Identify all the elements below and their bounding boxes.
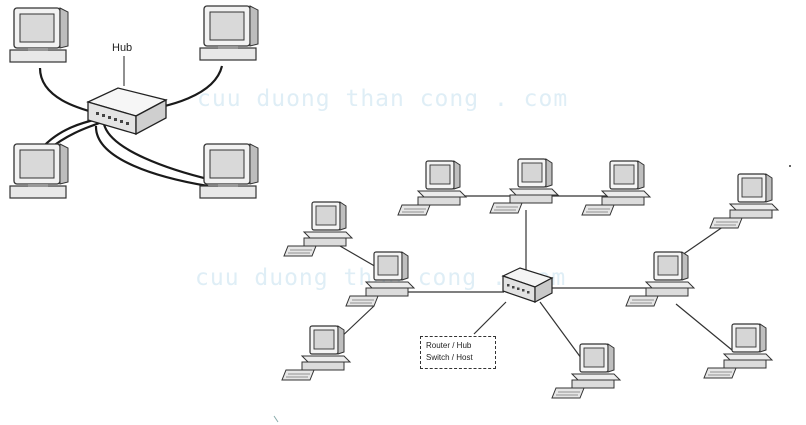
pc-left-hub: [345, 251, 415, 307]
computer-bottom-left: [9, 143, 69, 199]
pc-right-hub: [625, 251, 695, 307]
hub-star-topology: [9, 5, 259, 199]
device-legend-box: Router / Hub Switch / Host: [420, 336, 496, 369]
stray-dot: [789, 165, 791, 167]
computer-top-right: [199, 5, 259, 61]
link-switch-legend: [473, 301, 507, 335]
pc-left-bottom: [281, 325, 351, 381]
pc-bottom-center: [551, 343, 621, 399]
computer-bottom-right: [199, 143, 259, 199]
watermark-top: cuu duong than cong . com: [197, 86, 569, 112]
link-switch-bottom-pc: [539, 301, 585, 363]
pc-top-right: [581, 160, 651, 216]
pc-right-bottom: [703, 323, 773, 379]
hub-ports: [96, 112, 129, 125]
cable-bottom-right-1: [102, 123, 213, 182]
legend-line-1: Router / Hub: [426, 341, 472, 350]
pc-left-top: [283, 201, 353, 257]
pc-top-center: [489, 158, 559, 214]
hub-label: Hub: [112, 42, 133, 54]
pc-right-top: [709, 173, 779, 229]
hub-device: [86, 87, 168, 136]
switch-network-topology: [273, 158, 791, 423]
switch-ports: [507, 284, 530, 294]
pc-top-left: [397, 160, 467, 216]
cable-bottom-right-2: [94, 125, 209, 188]
computer-top-left: [9, 7, 69, 63]
link-left-top-pc: [339, 245, 379, 269]
central-switch-device: [501, 267, 554, 303]
link-right-bottom-pc: [675, 303, 733, 351]
legend-line-2: Switch / Host: [426, 353, 473, 362]
stray-mark: [273, 415, 279, 423]
